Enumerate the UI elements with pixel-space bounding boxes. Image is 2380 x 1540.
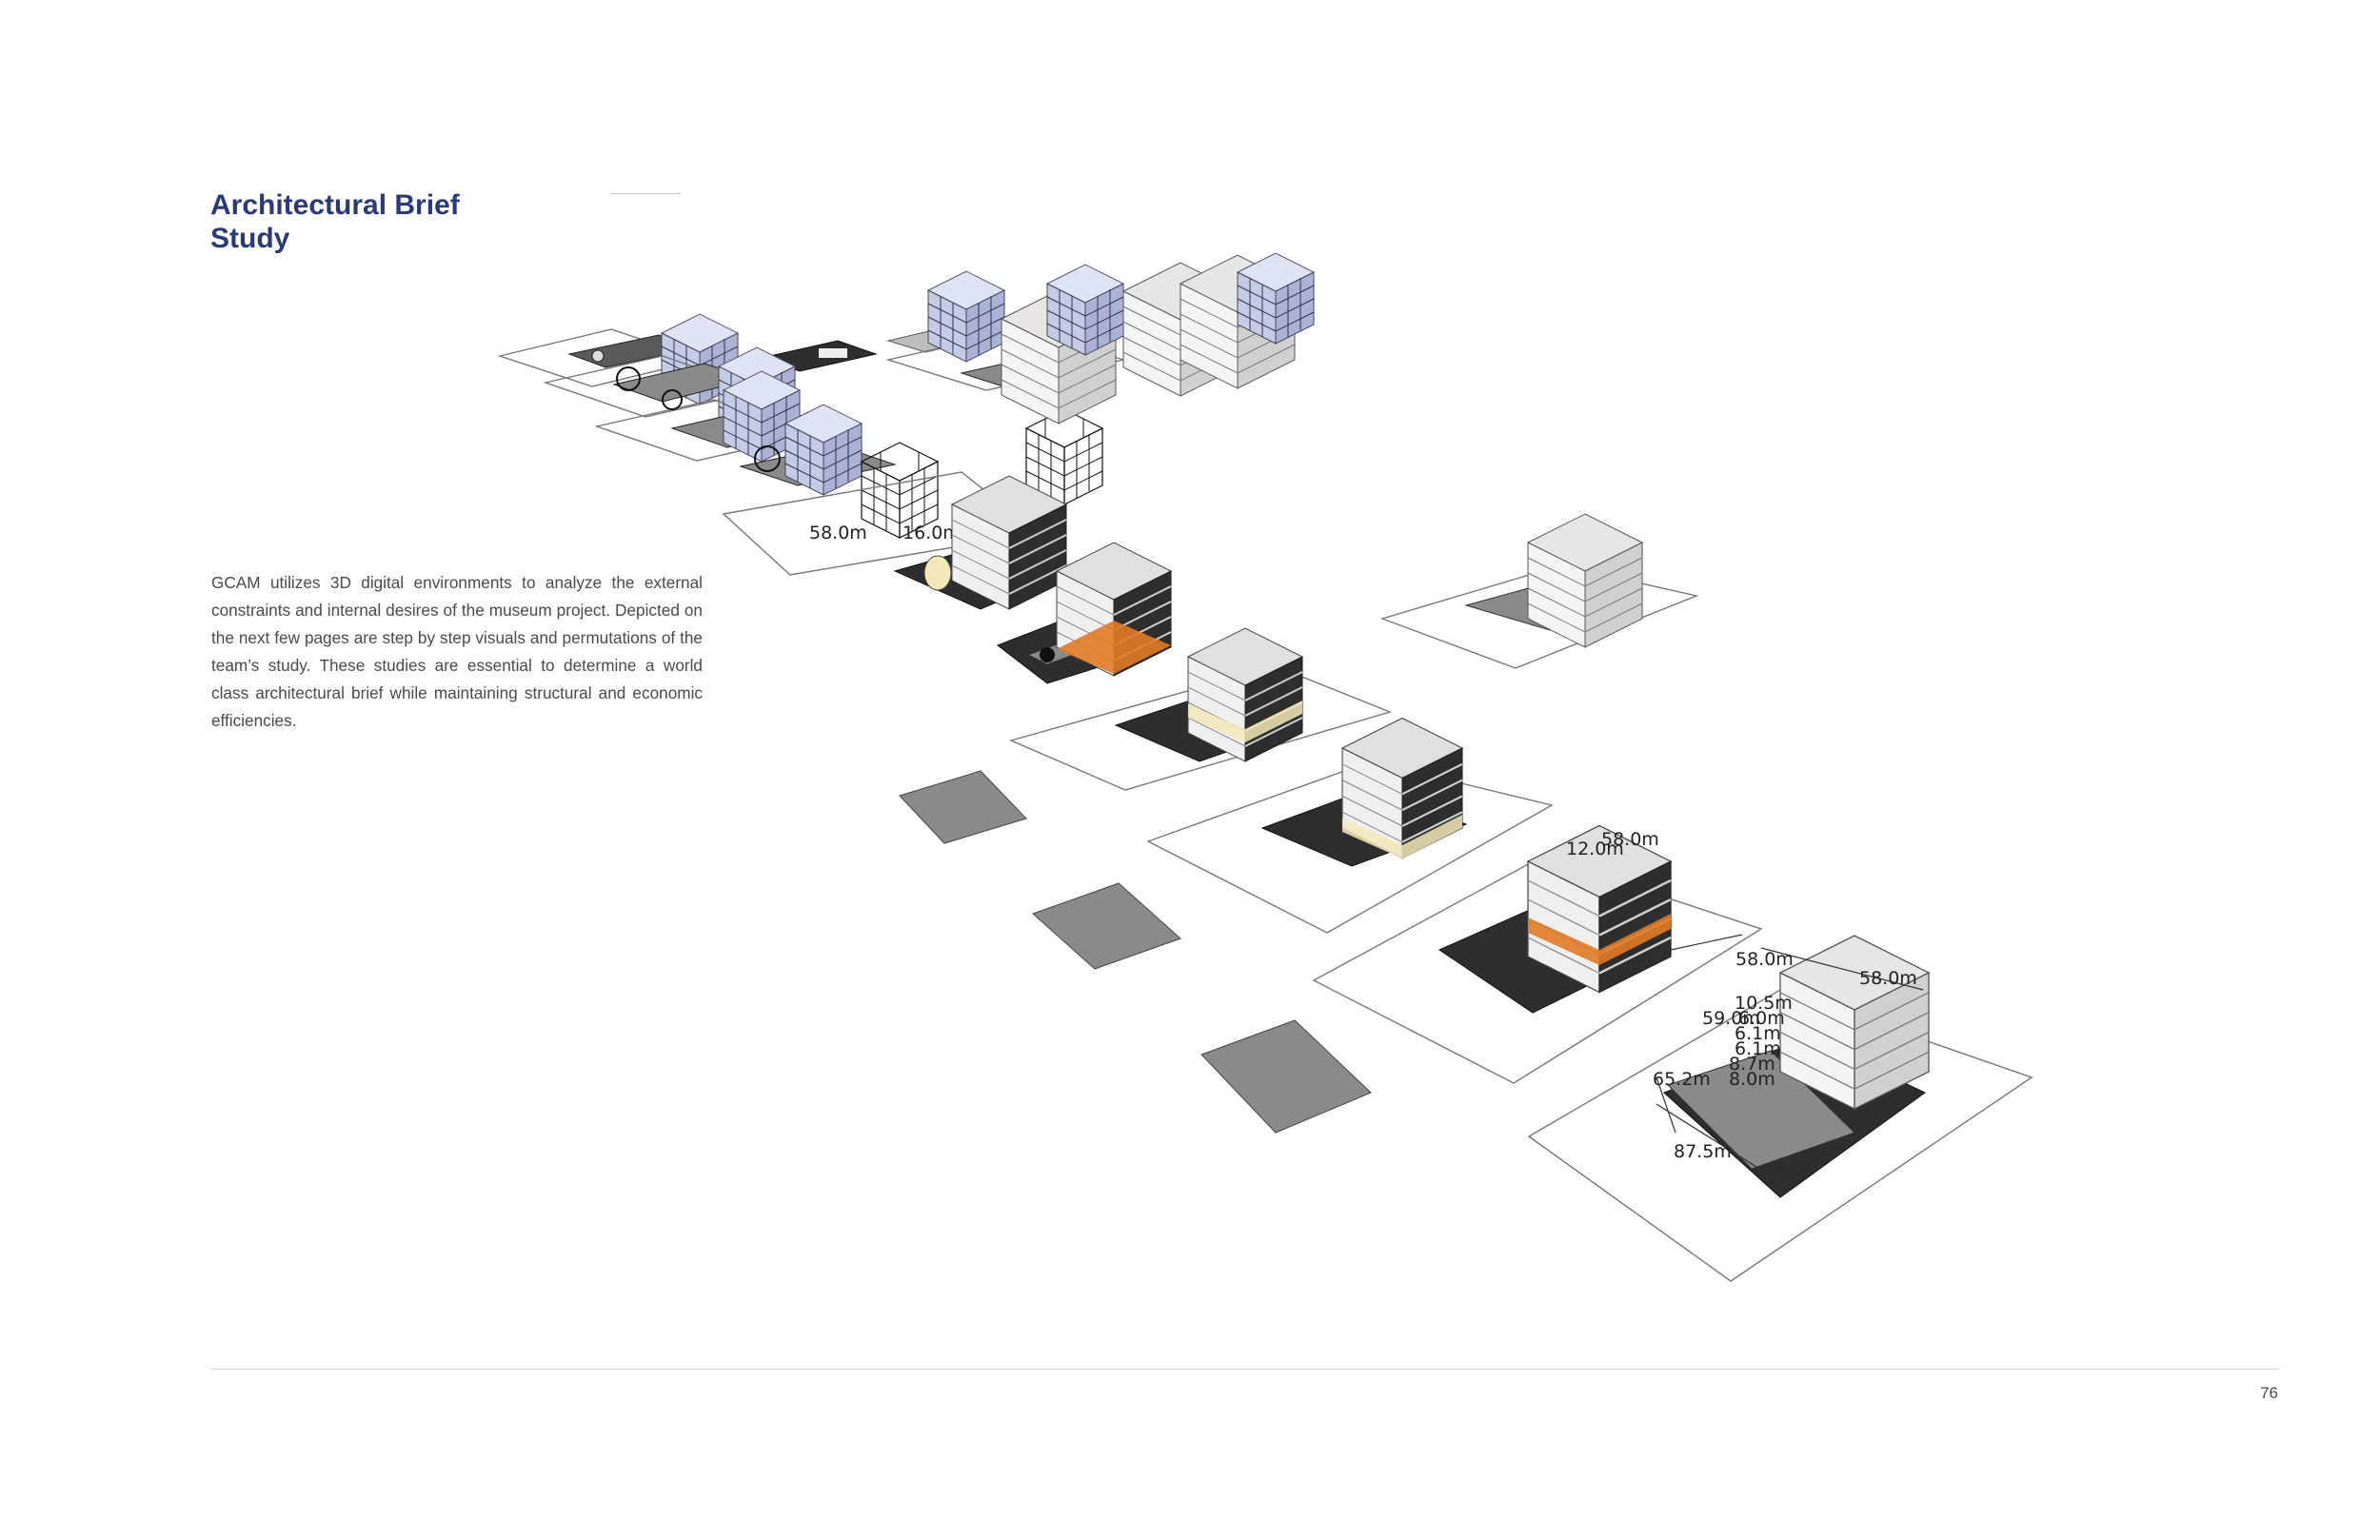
body-paragraph: GCAM utilizes 3D digital environments to… [211,573,703,730]
top-decorative-rule [611,193,681,194]
dim-cluster-a: 58.0m [809,523,867,543]
page-title: Architectural Brief Study [210,188,460,255]
dim-height-c: 6.0m [1738,1008,1785,1029]
top-building-studies [885,252,1315,424]
dim-top-b: 58.0m [1859,968,1917,989]
footer-rule [211,1369,2279,1370]
site-plan-row-4 [739,404,939,539]
dim-cluster-b: 16.0m [902,523,961,543]
dim-upper-mid-b: 58.0m [1601,829,1659,850]
stage-4-massing [1146,717,1554,934]
page-number: 76 [2260,1384,2278,1402]
dim-top-a: 58.0m [1735,949,1794,970]
title-line-2: Study [210,223,290,254]
stage-6-massing [1527,934,2033,1282]
floating-site-plate-1 [899,770,1027,844]
dim-height-e: 6.1m [1735,1038,1781,1059]
stage-upper-right-massing [1379,513,1699,669]
dim-upper-mid-a: 12.0m [1566,839,1624,859]
floating-site-plate-3 [1200,1019,1372,1134]
stage-3-massing [1008,627,1393,791]
dim-width-a: 65.2m [1653,1069,1711,1090]
dim-height-f: 8.7m [1729,1054,1775,1075]
floating-site-plate-2 [1032,882,1181,970]
dim-height-b: 59.0m [1702,1008,1760,1029]
stage-5-massing [1312,824,1763,1084]
dim-width-b: 87.5m [1674,1141,1732,1162]
stage-2-massing [996,542,1172,684]
title-line-1: Architectural Brief [210,189,460,221]
stage-1-massing [893,475,1067,610]
dim-height-g: 8.0m [1729,1069,1775,1090]
dim-height-d: 6.1m [1735,1023,1781,1044]
dim-height-a: 10.5m [1735,993,1793,1014]
